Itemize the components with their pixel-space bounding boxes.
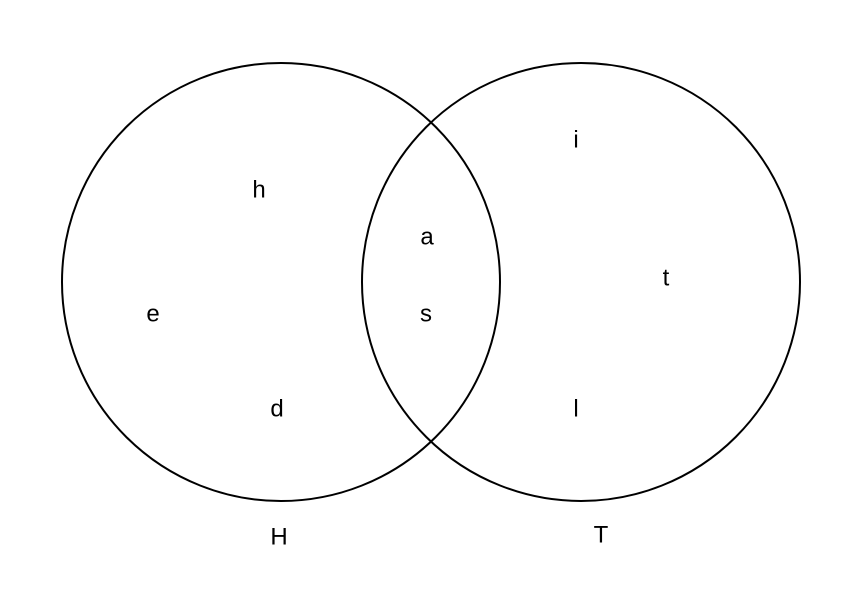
set-h-label: H xyxy=(270,524,287,551)
element-i: i xyxy=(573,127,578,154)
element-t: t xyxy=(663,265,670,292)
element-d: d xyxy=(270,396,283,423)
element-e: e xyxy=(146,301,159,328)
element-s: s xyxy=(420,301,432,328)
element-l: l xyxy=(573,396,578,423)
set-t-circle xyxy=(361,62,801,502)
set-t-label: T xyxy=(594,522,609,549)
set-h-circle xyxy=(61,62,501,502)
element-a: a xyxy=(420,224,434,251)
element-h: h xyxy=(252,177,265,204)
